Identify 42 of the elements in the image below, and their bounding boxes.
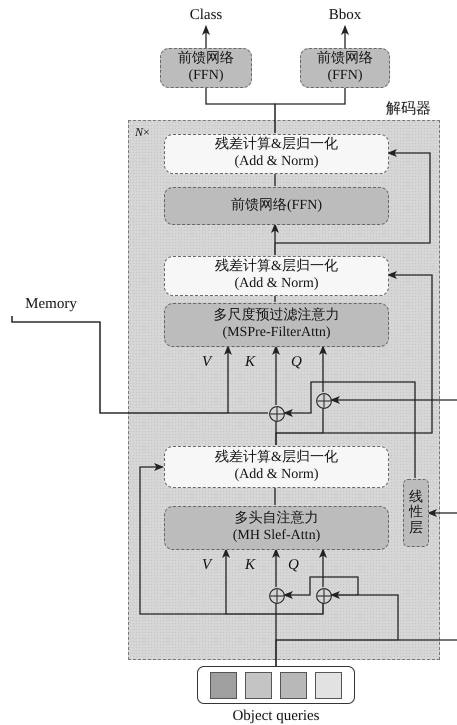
connector-line bbox=[275, 639, 457, 666]
arrow bbox=[283, 576, 359, 599]
arrow bbox=[274, 149, 431, 255]
input-symbol: Q bbox=[291, 355, 302, 370]
ffn-box: 前馈网络 (FFN) bbox=[300, 48, 390, 88]
arrow bbox=[139, 463, 324, 615]
arrow bbox=[275, 271, 433, 445]
input-symbol: K bbox=[245, 558, 256, 573]
connector-line bbox=[274, 487, 276, 505]
adder-circle bbox=[269, 588, 285, 604]
adder-circle bbox=[269, 406, 285, 422]
output-label: Class bbox=[175, 4, 237, 26]
arrow bbox=[330, 396, 457, 404]
output-label: Bbox bbox=[318, 4, 372, 26]
arrow bbox=[319, 548, 327, 587]
attention-box: 多头自注意力 (MH Slef-Attn) bbox=[164, 506, 389, 550]
block-heading: 解码器 bbox=[386, 100, 431, 118]
adder-circle bbox=[316, 588, 332, 604]
input-symbol: Q bbox=[288, 558, 299, 573]
arrow bbox=[283, 381, 416, 478]
arrow bbox=[272, 548, 280, 587]
attention-box: 多尺度预过滤注意力 (MSPre-FilterAttn) bbox=[164, 303, 389, 347]
input-symbol: V bbox=[202, 355, 212, 370]
add-norm-box: 残差计算&层归一化 (Add & Norm) bbox=[164, 256, 389, 296]
panel-caption: Object queries bbox=[232, 708, 320, 725]
arrow bbox=[427, 509, 457, 517]
arrow bbox=[272, 345, 280, 405]
repeat-label: N× bbox=[135, 125, 150, 140]
adder-circle bbox=[316, 393, 332, 409]
ffn-box: 前馈网络(FFN) bbox=[164, 187, 389, 225]
arrow bbox=[202, 25, 210, 48]
input-label: Memory bbox=[10, 292, 92, 316]
add-norm-box: 残差计算&层归一化 (Add & Norm) bbox=[164, 446, 389, 488]
connector-line bbox=[274, 88, 346, 133]
input-symbol: V bbox=[202, 558, 212, 573]
arrow bbox=[319, 345, 327, 392]
arrow bbox=[341, 25, 349, 48]
input-symbol: K bbox=[245, 355, 256, 370]
linear-layer-box: 线性层 bbox=[403, 479, 429, 547]
ffn-box: 前馈网络 (FFN) bbox=[160, 48, 252, 88]
connector-line bbox=[274, 173, 276, 186]
add-norm-box: 残差计算&层归一化 (Add & Norm) bbox=[164, 134, 389, 174]
